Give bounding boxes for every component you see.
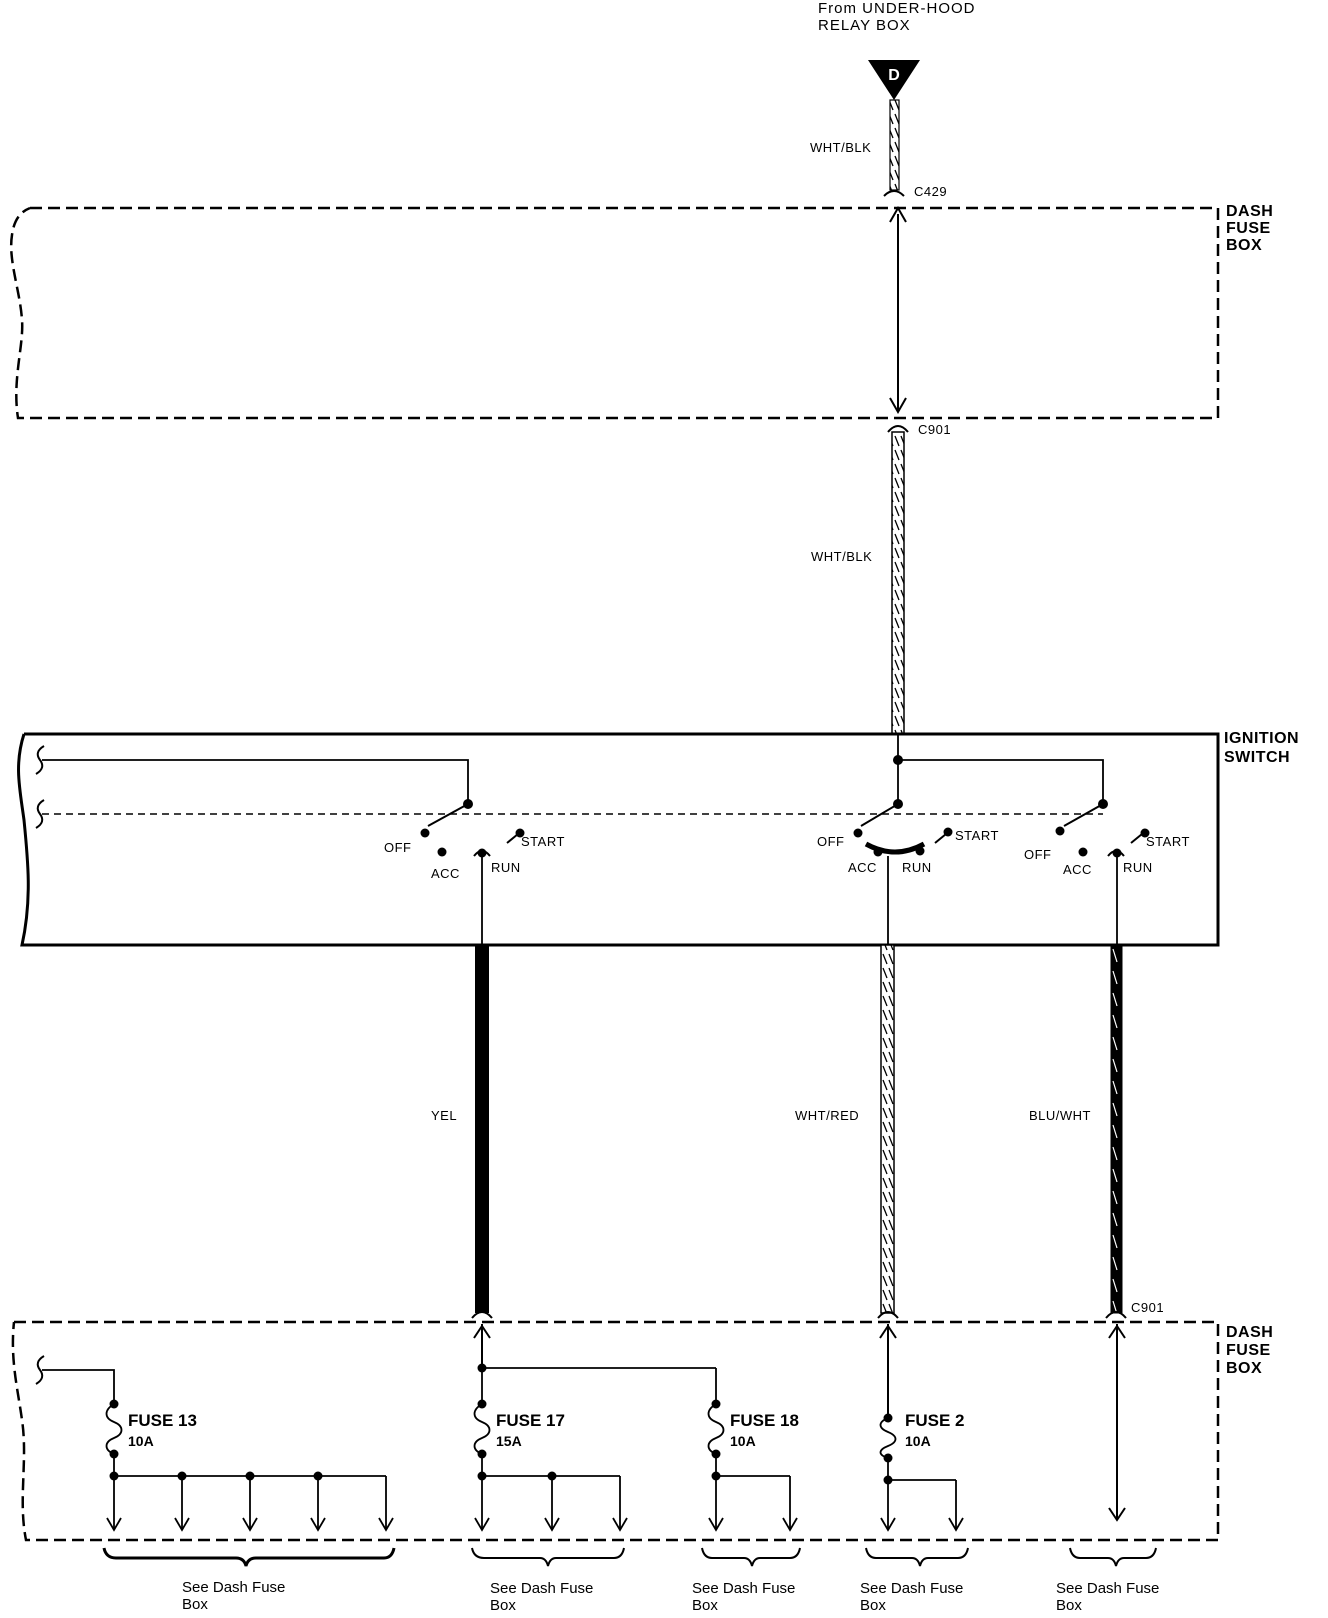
see-note-2-line2: Box xyxy=(490,1597,516,1614)
connector-c901-top-symbol xyxy=(887,425,909,433)
c901-bottom-whtred-symbol xyxy=(877,1311,899,1319)
bottom-input-arrows xyxy=(473,1324,1126,1522)
fuse17-name: FUSE 17 xyxy=(496,1411,565,1430)
wire-yel xyxy=(475,945,489,1313)
connector-c429-label: C429 xyxy=(914,184,947,199)
ignition-label: IGNITION xyxy=(1224,730,1299,747)
fuse2-name: FUSE 2 xyxy=(905,1411,965,1430)
switch2-off: OFF xyxy=(817,834,845,849)
wire-wht-red xyxy=(880,944,895,1314)
ignition-switch-label: IGNITION SWITCH xyxy=(1224,730,1299,766)
see-note-5-line2: Box xyxy=(1056,1597,1082,1614)
connector-d-symbol: D xyxy=(868,60,920,100)
wire-label-yel: YEL xyxy=(431,1108,457,1123)
switch2-acc: ACC xyxy=(848,860,877,875)
ignition-wavy-end-2 xyxy=(35,799,45,829)
fuse-label-bottom: FUSE xyxy=(1226,1342,1271,1359)
c901-bottom-yel-symbol xyxy=(471,1311,493,1319)
box-label-bottom: BOX xyxy=(1226,1360,1262,1377)
see-note-5-line1: See Dash Fuse xyxy=(1056,1580,1159,1597)
switch-label: SWITCH xyxy=(1224,749,1290,766)
source-label-line1: From UNDER-HOOD xyxy=(818,0,976,17)
ignition-switch-outline xyxy=(17,732,1220,947)
switch1-start: START xyxy=(521,834,565,849)
wire-label-wht-blk-upper: WHT/BLK xyxy=(810,140,871,155)
switch2-run: RUN xyxy=(902,860,932,875)
see-note-1-line1: See Dash Fuse xyxy=(182,1579,285,1596)
wire-label-blu-wht: BLU/WHT xyxy=(1029,1108,1091,1123)
fuse13-rating: 10A xyxy=(128,1433,154,1449)
fuse17-rating: 15A xyxy=(496,1433,522,1449)
ignition-solid-line-left xyxy=(42,759,469,804)
see-note-2-line1: See Dash Fuse xyxy=(490,1580,593,1597)
wire-wht-blk-lower xyxy=(891,431,905,735)
bottom-wavy-end xyxy=(35,1355,45,1385)
box-label-top: BOX xyxy=(1226,237,1262,254)
connector-c901-bottom-label: C901 xyxy=(1131,1300,1164,1315)
bottom-braces xyxy=(102,1547,1157,1567)
wire-blu-wht xyxy=(1110,944,1123,1314)
see-note-3-line1: See Dash Fuse xyxy=(692,1580,795,1597)
dash-fuse-box-top-outline xyxy=(10,206,1220,420)
fuse-label-top: FUSE xyxy=(1226,220,1271,237)
ignition-feed-line xyxy=(897,734,1104,802)
fuse13-feed xyxy=(42,1369,115,1404)
see-note-4-line1: See Dash Fuse xyxy=(860,1580,963,1597)
fuse13-circuit xyxy=(105,1399,394,1532)
arrow-up-top xyxy=(889,205,907,223)
switch3-run: RUN xyxy=(1123,860,1153,875)
ignition-switch-section-1 xyxy=(420,799,525,945)
connector-d-letter: D xyxy=(888,67,900,84)
fuse18-name: FUSE 18 xyxy=(730,1411,799,1430)
fuse13-name: FUSE 13 xyxy=(128,1411,197,1430)
fuse17-fuse18-circuit xyxy=(473,1363,798,1532)
fuse2-rating: 10A xyxy=(905,1433,931,1449)
source-label-line2: RELAY BOX xyxy=(818,17,911,34)
ignition-wavy-end-1 xyxy=(35,745,45,775)
dash-fuse-box-bottom-label: DASH FUSE BOX xyxy=(1226,1324,1273,1377)
fuse2-circuit xyxy=(879,1413,964,1532)
wire-label-wht-red: WHT/RED xyxy=(795,1108,859,1123)
dash-fuse-box-top-label: DASH FUSE BOX xyxy=(1226,203,1273,254)
wire-label-wht-blk-lower: WHT/BLK xyxy=(811,549,872,564)
switch1-off: OFF xyxy=(384,840,412,855)
c901-bottom-bluwht-symbol xyxy=(1105,1311,1127,1319)
see-note-4-line2: Box xyxy=(860,1597,886,1614)
dash-fuse-box-bottom-outline xyxy=(11,1320,1220,1542)
switch2-start: START xyxy=(955,828,999,843)
switch3-acc: ACC xyxy=(1063,862,1092,877)
switch1-acc: ACC xyxy=(431,866,460,881)
dash-label-bottom: DASH xyxy=(1226,1324,1273,1341)
arrow-down-top xyxy=(889,397,907,415)
ignition-switch-section-2 xyxy=(853,799,953,945)
switch1-run: RUN xyxy=(491,860,521,875)
wire-wht-blk-upper xyxy=(889,99,900,191)
see-note-1-line2: Box xyxy=(182,1596,208,1613)
connector-c429-symbol xyxy=(883,190,905,197)
switch3-start: START xyxy=(1146,834,1190,849)
dash-label-top: DASH xyxy=(1226,203,1273,220)
fuse18-rating: 10A xyxy=(730,1433,756,1449)
switch3-off: OFF xyxy=(1024,847,1052,862)
connector-c901-top-label: C901 xyxy=(918,422,951,437)
ignition-switch-section-3 xyxy=(1055,799,1150,945)
see-note-3-line2: Box xyxy=(692,1597,718,1614)
